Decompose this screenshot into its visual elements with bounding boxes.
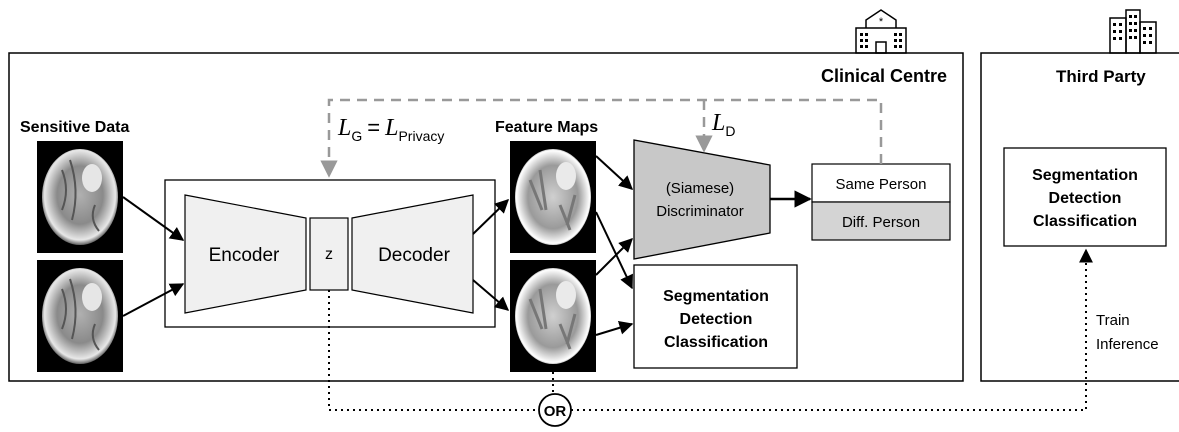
office-buildings-icon (1109, 9, 1157, 54)
discriminator-loss-label: LD (711, 110, 735, 139)
discriminator-label-line1: (Siamese) (666, 180, 734, 197)
loss-feedback-dashed-path (320, 98, 883, 178)
same-person-box (811, 163, 951, 203)
clinical-centre-title: Clinical Centre (821, 66, 947, 86)
clinical-centre-box (8, 52, 964, 382)
third-party-box (980, 52, 1179, 382)
arrow-decoder-fmap2 (472, 279, 510, 311)
diff-person-box (811, 201, 951, 241)
local-task-segmentation: Segmentation (663, 288, 769, 305)
third-party-task-detection: Detection (1049, 190, 1122, 207)
third-party-tasks-box (1003, 147, 1167, 247)
feature-maps-label: Feature Maps (495, 119, 598, 136)
third-party-task-classification: Classification (1033, 213, 1137, 230)
latent-z-label: z (325, 246, 333, 263)
encoder-block (184, 194, 307, 314)
generator-loss-label: LG=LPrivacy (337, 115, 444, 144)
arrow-input2-encoder (122, 283, 185, 317)
svg-text:*: * (879, 16, 884, 28)
or-label: OR (544, 403, 567, 420)
dotted-path-from-latent (328, 290, 539, 411)
or-node (538, 393, 572, 427)
encoder-label: Encoder (209, 245, 280, 266)
train-label: Train (1096, 312, 1130, 329)
discriminator-label-line2: Discriminator (656, 203, 744, 220)
local-tasks-box (633, 264, 798, 369)
arrow-fmap2-tasks (595, 320, 634, 336)
local-task-classification: Classification (664, 334, 768, 351)
third-party-title: Third Party (1056, 67, 1146, 86)
decoder-label: Decoder (378, 245, 450, 266)
decoder-block (351, 194, 474, 314)
diff-person-label: Diff. Person (842, 214, 920, 231)
arrow-decoder-fmap1 (472, 199, 510, 235)
arrow-fmap1-discriminator (595, 155, 634, 190)
discriminator-block (633, 139, 771, 260)
local-task-detection: Detection (680, 311, 753, 328)
feature-map-1 (510, 141, 596, 253)
mri-image-1 (37, 141, 123, 253)
third-party-task-segmentation: Segmentation (1032, 167, 1138, 184)
mri-image-2 (37, 260, 123, 372)
feature-map-2 (510, 260, 596, 372)
sensitive-data-label: Sensitive Data (20, 119, 129, 136)
same-person-label: Same Person (836, 176, 927, 193)
arrow-input1-encoder (122, 196, 185, 241)
inference-label: Inference (1096, 336, 1159, 353)
hospital-icon: * (855, 9, 907, 54)
latent-z-block (309, 217, 349, 291)
arrow-fmap2-discriminator (595, 238, 633, 276)
arrow-fmap1-tasks (595, 211, 633, 290)
